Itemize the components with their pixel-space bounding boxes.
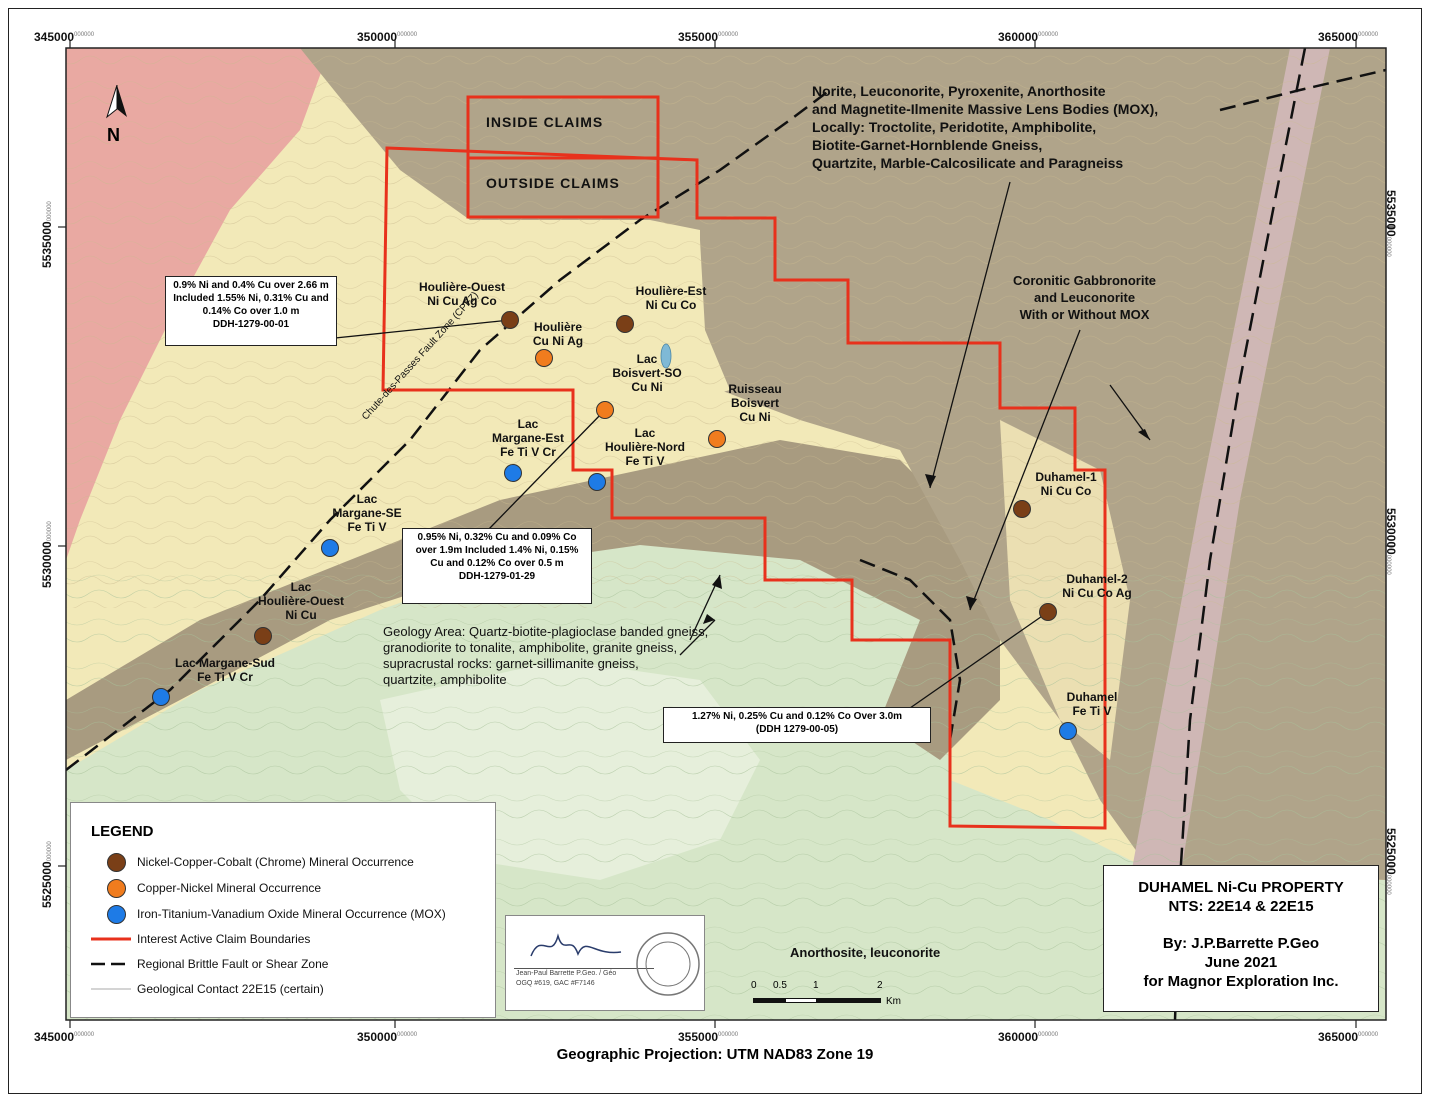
lake [660, 343, 672, 369]
legend-title: LEGEND [91, 823, 154, 840]
easting-top-360000: 360000000000 [998, 30, 1059, 44]
north-arrow-icon: N [103, 84, 133, 155]
occurrence-dots [152, 311, 1077, 740]
northing-left-5530000: 5530000000000 [40, 521, 54, 588]
unit-label-norite: Norite, Leuconorite, Pyroxenite, Anortho… [812, 83, 1159, 171]
north-label: N [107, 125, 120, 145]
fe-ti-v-dot-icon [107, 904, 126, 924]
title-author: By: J.P.Barrette P.Geo [1162, 935, 1320, 952]
occ-duhamel-1 [1013, 500, 1031, 518]
drill-result-ddh-1279-01-29: 0.95% Ni, 0.32% Cu and 0.09% Co over 1.9… [402, 528, 592, 604]
easting-bottom-355000: 355000000000 [678, 1030, 739, 1044]
title-date: June 2021 [1204, 954, 1278, 971]
title-nts: NTS: 22E14 & 22E15 [1168, 898, 1314, 915]
occ-duhamel [1059, 722, 1077, 740]
easting-top-345000: 345000000000 [34, 30, 95, 44]
label-duhamel: Duhamel Fe Ti V [1066, 690, 1118, 718]
title-company: for Magnor Exploration Inc. [1143, 973, 1339, 990]
legend-item-cu-ni: Copper-Nickel Mineral Occurrence [91, 878, 321, 898]
label-lac-houliere-nord: Lac Houlière-Nord Fe Ti V [604, 426, 685, 468]
legend-item-claim: Interest Active Claim Boundaries [91, 929, 310, 949]
unit-label-geology-area: Geology Area: Quartz-biotite-plagioclase… [383, 624, 709, 687]
cu-ni-dot-icon [107, 878, 126, 898]
label-duhamel-1: Duhamel-1 Ni Cu Co [1035, 470, 1097, 498]
signature-name: Jean-Paul Barrette P.Geo. / Géo [516, 970, 617, 977]
occ-duhamel-2 [1039, 603, 1057, 621]
occ-houliere [535, 349, 553, 367]
drill-result-ddh-1279-00-05: 1.27% Ni, 0.25% Cu and 0.12% Co Over 3.0… [663, 707, 931, 743]
unit-label-coronitic: Coronitic Gabbronorite and Leuconorite W… [1013, 273, 1156, 322]
legend-item-fe-ti-v: Iron-Titanium-Vanadium Oxide Mineral Occ… [91, 904, 446, 924]
inside-claims-label: INSIDE CLAIMS [486, 114, 604, 130]
northing-left-5535000: 5535000000000 [40, 201, 54, 268]
ni-cu-co-dot-icon [107, 852, 126, 872]
scale-bar: 0 0.5 1 2 Km [751, 980, 901, 1007]
northing-right-5525000: 5525000000000 [1384, 828, 1398, 895]
contact-line-icon [91, 988, 131, 990]
label-lac-boisvert-so: Lac Boisvert-SO Cu Ni [612, 352, 682, 394]
label-ruisseau-boisvert: Ruisseau Boisvert Cu Ni [728, 382, 782, 424]
title-block: DUHAMEL Ni-Cu PROPERTY NTS: 22E14 & 22E1… [1103, 865, 1379, 1012]
drill-result-ddh-1279-00-01: 0.9% Ni and 0.4% Cu over 2.66 m Included… [165, 276, 337, 346]
occ-lac-houliere-ouest [254, 627, 272, 645]
occ-houliere-ouest [501, 311, 519, 329]
easting-bottom-345000: 345000000000 [34, 1030, 95, 1044]
outside-claims-label: OUTSIDE CLAIMS [486, 175, 620, 191]
legend-item-ni-cu-co: Nickel-Copper-Cobalt (Chrome) Mineral Oc… [91, 852, 414, 872]
title-property: DUHAMEL Ni-Cu PROPERTY [1138, 879, 1344, 896]
geologist-seal-icon [636, 932, 700, 996]
occ-houliere-est [616, 315, 634, 333]
easting-bottom-360000: 360000000000 [998, 1030, 1059, 1044]
signature-image [530, 933, 622, 957]
occ-lac-margane-sud [152, 688, 170, 706]
label-lac-margane-est: Lac Margane-Est Fe Ti V Cr [491, 417, 565, 459]
easting-top-365000: 365000000000 [1318, 30, 1379, 44]
projection-label: Geographic Projection: UTM NAD83 Zone 19 [556, 1046, 874, 1063]
label-lac-houliere-ouest: Lac Houlière-Ouest Ni Cu [257, 580, 344, 622]
signature-registration: OGQ #619, GAC #F7146 [516, 980, 595, 987]
legend-item-contact: Geological Contact 22E15 (certain) [91, 979, 324, 999]
fault-ne [1219, 68, 1386, 112]
fault-cpfz [66, 89, 831, 771]
label-houliere: Houlière Cu Ni Ag [532, 320, 584, 348]
legend-item-fault: Regional Brittle Fault or Shear Zone [91, 954, 328, 974]
label-lac-margane-sud: Lac Margane-Sud Fe Ti V Cr [174, 656, 276, 684]
northing-left-5525000: 5525000000000 [40, 841, 54, 908]
easting-top-355000: 355000000000 [678, 30, 739, 44]
easting-bottom-365000: 365000000000 [1318, 1030, 1379, 1044]
occ-lac-houliere-nord [588, 473, 606, 491]
label-lac-margane-se: Lac Margane-SE Fe Ti V [332, 492, 402, 534]
claim-line-icon [91, 937, 131, 941]
occ-lac-margane-se [321, 539, 339, 557]
fault-line-icon [91, 962, 131, 966]
easting-bottom-350000: 350000000000 [357, 1030, 418, 1044]
legend: LEGEND Nickel-Copper-Cobalt (Chrome) Min… [70, 802, 496, 1018]
occ-lac-boisvert-so [596, 401, 614, 419]
label-houliere-est: Houlière-Est Ni Cu Co [635, 284, 707, 312]
northing-right-5530000: 5530000000000 [1384, 508, 1398, 575]
occ-ruisseau-boisvert [708, 430, 726, 448]
northing-right-5535000: 5535000000000 [1384, 190, 1398, 257]
label-duhamel-2: Duhamel-2 Ni Cu Co Ag [1062, 572, 1132, 600]
fault-south [859, 558, 962, 741]
label-houliere-ouest: Houlière-Ouest Ni Cu Ag Co [418, 280, 505, 308]
outside-claim-boundary [381, 146, 1107, 830]
unit-label-anorthosite: Anorthosite, leuconorite [790, 945, 941, 960]
signature-block: Jean-Paul Barrette P.Geo. / Géo OGQ #619… [505, 915, 705, 1011]
occ-lac-margane-est [504, 464, 522, 482]
easting-top-350000: 350000000000 [357, 30, 418, 44]
